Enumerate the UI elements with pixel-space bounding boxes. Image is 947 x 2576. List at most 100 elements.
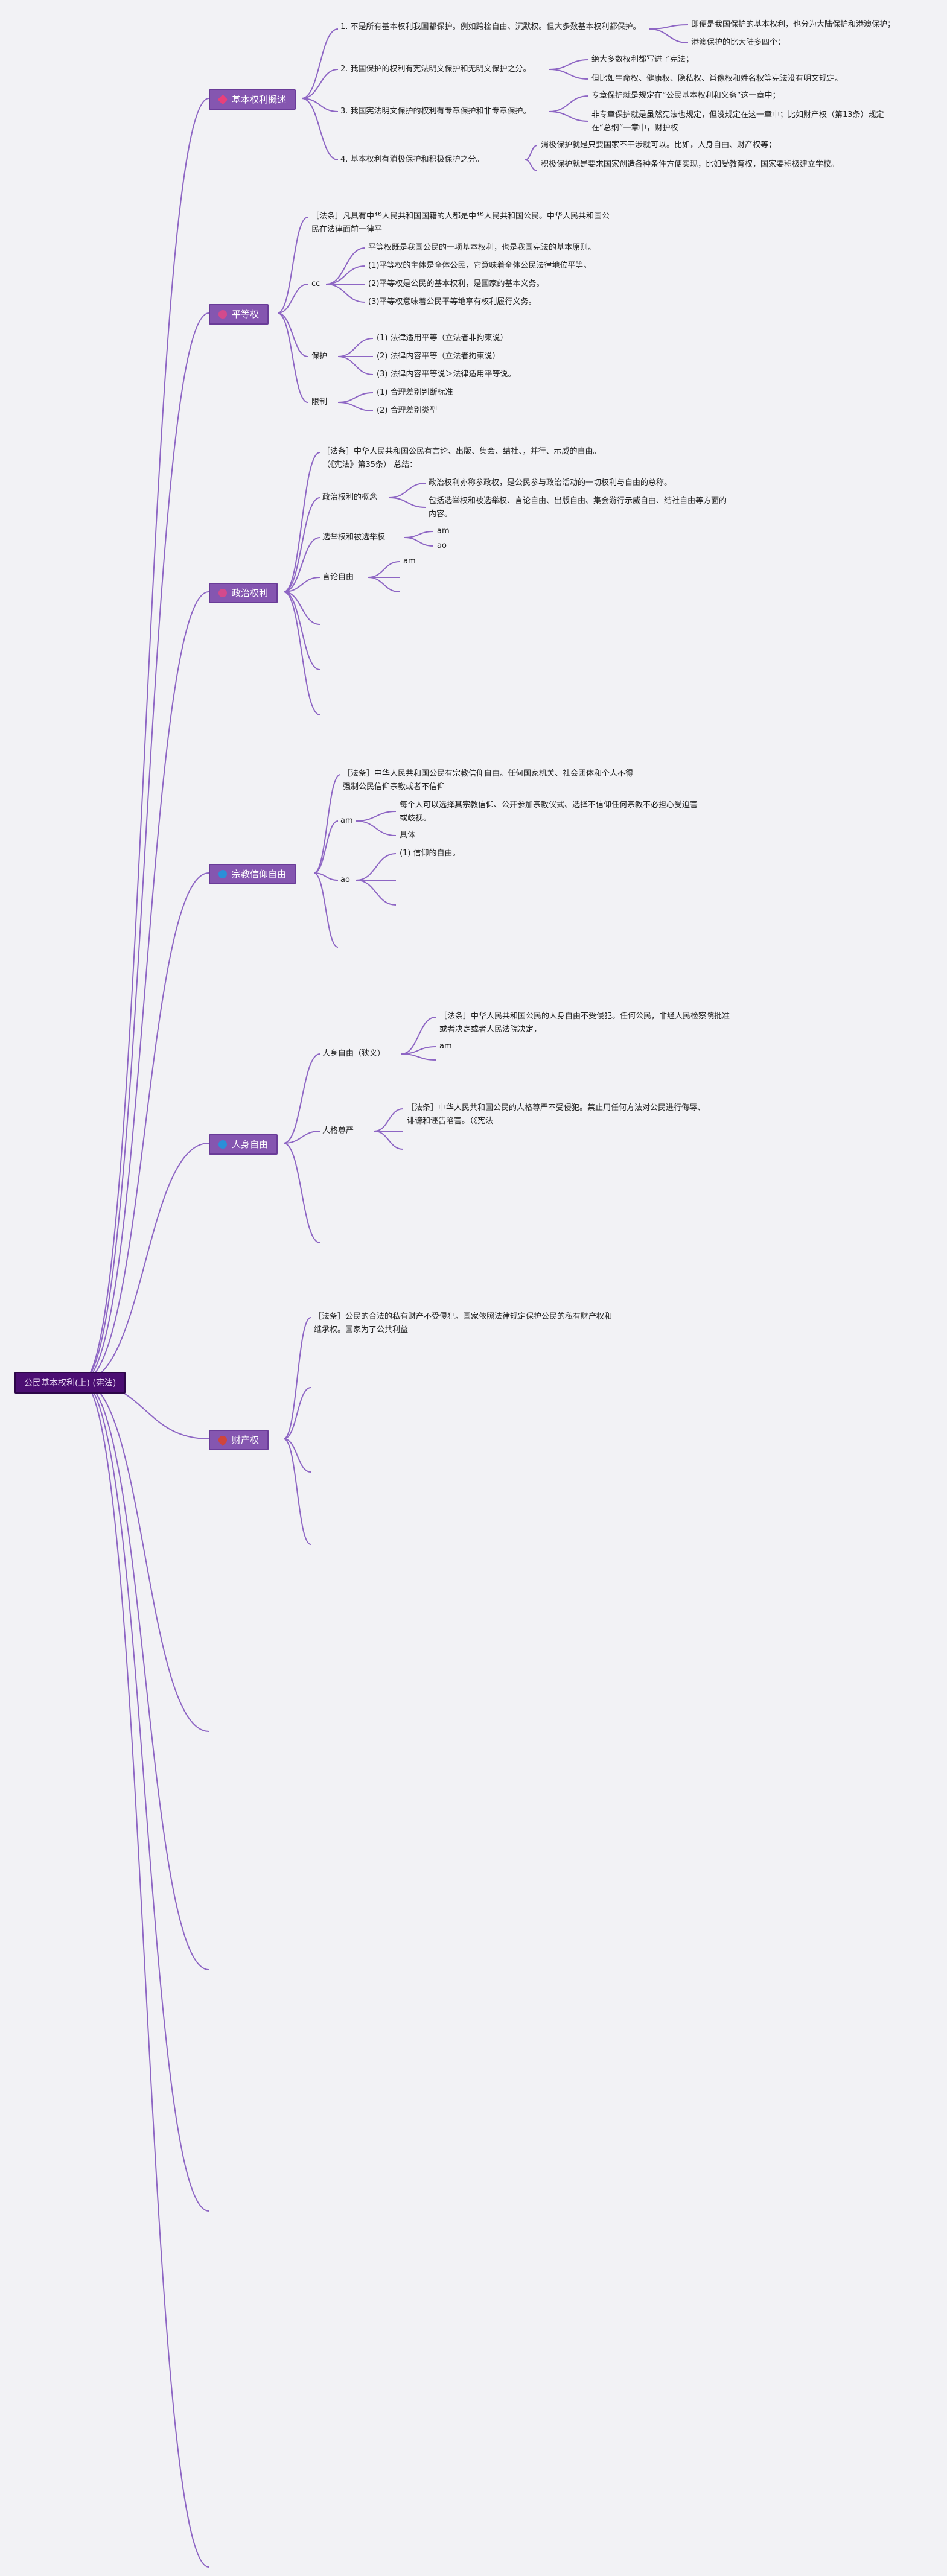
connector-line [81,1381,209,1970]
overview-item-4[interactable]: 4. 基本权利有消极保护和积极保护之分。 [340,155,484,164]
connector-line [325,247,366,285]
connector-line [301,98,339,160]
connector-line [325,265,366,285]
heart-icon [217,94,228,105]
connector-line [283,577,320,592]
branch-equality[interactable]: 平等权 [209,304,269,325]
overview-detail: 港澳保护的比大陆多四个： [691,38,786,47]
religion-ao-label[interactable]: ao [340,875,350,884]
political-concept-label[interactable]: 政治权利的概念 [322,493,378,502]
connector-line [337,338,374,357]
equality-cc-item: 平等权既是我国公民的一项基本权利，也是我国宪法的基本原则。 [368,243,596,252]
overview-detail: 绝大多数权利都写进了宪法； [591,55,694,64]
connector-line [81,1143,209,1382]
political-speech-label[interactable]: 言论自由 [322,573,354,582]
connector-line [283,1317,311,1439]
overview-detail: 但比如生命权、健康权、隐私权、肖像权和姓名权等宪法没有明文规定。 [591,74,843,83]
pin-icon [217,1434,229,1446]
connector-line [648,28,689,43]
religion-am-label[interactable]: am [340,816,353,825]
branch-political-rights[interactable]: 政治权利 [209,583,278,603]
connector-line [356,811,397,822]
religion-am-item: 每个人可以选择其宗教信仰、公开参加宗教仪式、选择不信仰任何宗教不必担心受迫害或歧… [400,801,698,823]
connector-line [401,1017,436,1055]
connector-line [283,591,320,715]
scale-icon [218,310,227,319]
branch-label: 政治权利 [232,588,269,598]
political-concept-item: 包括选举权和被选举权、言论自由、出版自由、集会游行示威自由、结社自由等方面的内容… [429,496,727,519]
branch-label: 财产权 [232,1435,260,1445]
connector-line [549,111,589,122]
personal-sub2-label[interactable]: 人格尊严 [322,1126,354,1135]
connector-line [374,1108,404,1132]
connector-line [283,1143,320,1243]
political-vote-label[interactable]: 选举权和被选举权 [322,533,386,542]
connector-line [81,1381,209,1732]
connector-line [81,98,209,1382]
connector-line [283,1438,311,1545]
religion-law[interactable]: ［法条］中华人民共和国公民有宗教信仰自由。任何国家机关、社会团体和个人不得强制公… [343,769,634,792]
overview-item-1[interactable]: 1. 不是所有基本权利我国都保护。例如跨栓自由、沉默权。但大多数基本权利都保护。 [340,22,641,31]
equality-cc-item: (2)平等权是公民的基本权利，是国家的基本义务。 [368,279,544,288]
root-node[interactable]: 公民基本权利(上) (宪法) [14,1372,126,1394]
branch-property-rights[interactable]: 财产权 [209,1430,269,1450]
personal-sub2-item: ［法条］中华人民共和国公民的人格尊严不受侵犯。禁止用任何方法对公民进行侮辱、诽谤… [407,1103,706,1126]
connector-line [283,1387,311,1439]
equality-limit-label[interactable]: 限制 [311,398,328,407]
overview-detail: 即便是我国保护的基本权利，也分为大陆保护和港澳保护； [691,20,896,29]
connector-line [404,537,434,547]
equality-protect-label[interactable]: 保护 [311,352,328,361]
connector-line [389,483,426,498]
personal-sub1-label[interactable]: 人身自由（狭义） [322,1049,386,1058]
connector-line [374,1131,404,1150]
overview-detail: 积极保护就是要求国家创造各种条件方便实现，比如受教育权，国家要积极建立学校。 [541,160,840,169]
connector-line [368,561,400,578]
equality-protect-item: (2) 法律内容平等（立法者拘束说） [377,352,500,361]
connector-line [301,28,339,99]
branch-personal-freedom[interactable]: 人身自由 [209,1134,278,1155]
equality-limit-item: (1) 合理差别判断标准 [377,388,453,397]
connector-line [277,312,308,357]
connector-line [283,1053,320,1144]
political-concept-item: 政治权利亦称参政权，是公民参与政治活动的一切权利与自由的总称。 [429,478,672,487]
root-label: 公民基本权利(上) (宪法) [24,1378,116,1388]
connector-line [313,774,341,874]
overview-item-3[interactable]: 3. 我国宪法明文保护的权利有专章保护和非专章保护。 [340,107,531,116]
connector-line [549,69,589,80]
equality-law[interactable]: ［法条］凡具有中华人民共和国国籍的人都是中华人民共和国公民。中华人民共和国公民在… [311,212,610,234]
equality-limit-item: (2) 合理差别类型 [377,406,438,415]
connector-line [277,217,308,314]
branch-religious-freedom[interactable]: 宗教信仰自由 [209,864,296,884]
religion-am-item: 具体 [400,831,416,840]
overview-item-2[interactable]: 2. 我国保护的权利有宪法明文保护和无明文保护之分。 [340,65,531,74]
branch-label: 人身自由 [232,1139,269,1150]
connector-line [301,98,339,112]
connector-line [525,145,538,160]
branch-basic-rights-overview[interactable]: 基本权利概述 [209,89,296,110]
overview-detail: 消极保护就是只要国家不干涉就可以。比如，人身自由、财产权等； [541,141,777,150]
property-law[interactable]: ［法条］公民的合法的私有财产不受侵犯。国家依照法律规定保护公民的私有财产权和继承… [314,1312,613,1334]
connector-line [81,872,209,1382]
connector-line [81,312,209,1382]
personal-sub1-item: ［法条］中华人民共和国公民的人身自由不受侵犯。任何公民，非经人民检察院批准或者决… [439,1012,730,1034]
connector-line [81,591,209,1382]
connector-line [549,59,589,70]
connector-line [337,356,374,375]
overview-detail: 专章保护就是规定在“公民基本权利和义务”这一章中； [591,91,780,100]
connector-line [283,591,320,670]
connector-line [404,531,434,538]
connector-line [277,312,308,403]
connector-line [325,284,366,303]
equality-cc-item: (3)平等权意味着公民平等地享有权利履行义务。 [368,297,537,306]
equality-cc-item: (1)平等权的主体是全体公民，它意味着全体公民法律地位平等。 [368,261,591,270]
equality-cc-label[interactable]: cc [311,279,320,288]
connector-line [301,69,339,99]
political-law[interactable]: ［法条］中华人民共和国公民有言论、出版、集会、结社、，并行、示威的自由。（《宪法… [322,447,601,469]
connector-line [283,452,320,592]
equality-protect-item: (1) 法律适用平等（立法者非拘束说） [377,334,508,343]
branch-label: 宗教信仰自由 [232,869,287,880]
connector-line [313,820,339,874]
overview-detail: 非专章保护就是虽然宪法也规定，但没规定在这一章中；比如财产权（第13条）规定在“… [591,110,884,133]
connector-line [337,392,374,403]
connector-line [283,1438,311,1473]
